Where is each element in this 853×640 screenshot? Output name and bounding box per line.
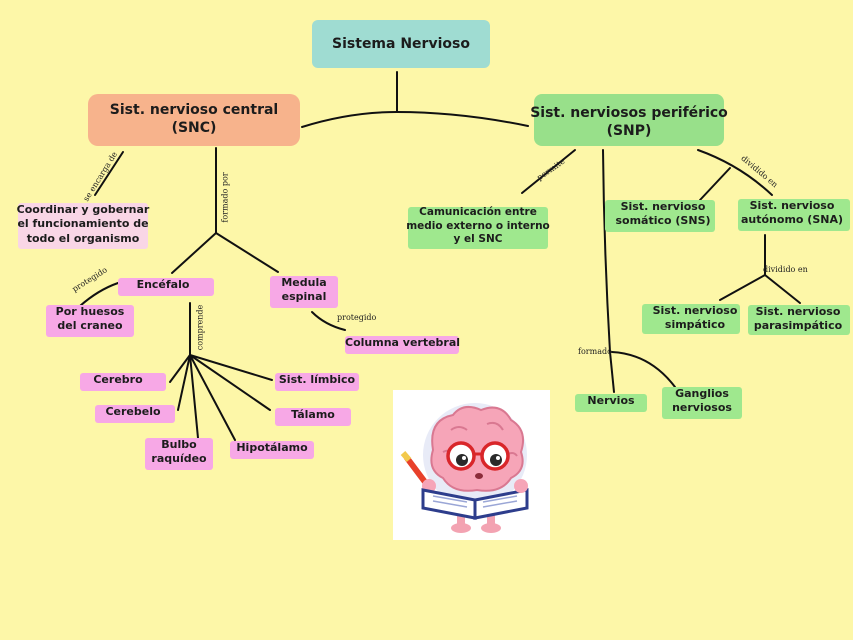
hipotalamo-highlight [230,441,314,459]
columna-node: Columna vertebral [345,336,461,349]
somatico-highlight [605,200,715,232]
comunicacion-node: Camunicación entre medio externo o inter… [406,206,550,246]
limbico-node: Sist. límbico [278,373,356,386]
cerebelo-node: Cerebelo [105,405,161,418]
nervios-node: Nervios [587,394,635,407]
huesos-highlight [46,305,134,337]
ganglios-node: Ganglios nerviosos [672,387,732,415]
brain-illustration [393,390,550,540]
talamo-node: Tálamo [291,408,335,421]
link-comprende: comprende [195,304,205,351]
bulbo-highlight [145,438,213,470]
link-formado-por: formado por [220,172,230,223]
autonomo-node: Sist. nervioso autónomo (SNA) [740,199,843,227]
somatico-node: Sist. nervioso somático (SNS) [615,200,711,228]
encefalo-highlight [118,278,214,296]
brain-reading-book-icon [400,403,529,533]
snc-highlight [88,94,300,146]
limbico-highlight [275,373,359,391]
talamo-highlight [275,408,351,426]
medula-highlight [270,276,338,308]
snc-title: Sist. nervioso central (SNC) [109,102,279,137]
function-highlight [18,203,148,249]
cerebro-highlight [80,373,166,391]
cerebro-node: Cerebro [93,373,143,386]
columna-highlight [345,336,459,354]
page-title: Sistema Nervioso [332,36,470,52]
hipotalamo-node: Hipotálamo [236,441,308,454]
parasimpatico-node: Sist. nervioso parasimpático [753,305,843,333]
link-protegido-medula: protegido [337,313,377,322]
cerebelo-highlight [95,405,175,423]
ganglios-highlight [662,387,742,419]
title-highlight [312,20,490,68]
comunicacion-highlight [408,207,548,249]
snp-highlight [534,94,724,146]
autonomo-highlight [738,199,850,231]
parasimpatico-highlight [748,305,850,335]
bulbo-node: Bulbo raquídeo [151,438,207,466]
snc-function: Coordinar y gobernar el funcionamiento d… [16,203,150,245]
snp-title: Sist. nerviosos periférico (SNP) [530,105,728,140]
por-huesos-node: Por huesos del craneo [55,305,125,333]
link-formado: formado [578,347,612,356]
nervios-highlight [575,394,647,412]
encefalo-node: Encéfalo [136,278,190,291]
simpatico-node: Sist. nervioso simpático [652,304,738,332]
medula-node: Medula espinal [281,276,327,304]
simpatico-highlight [642,304,740,334]
link-dividido-2: dividido en [763,265,808,274]
